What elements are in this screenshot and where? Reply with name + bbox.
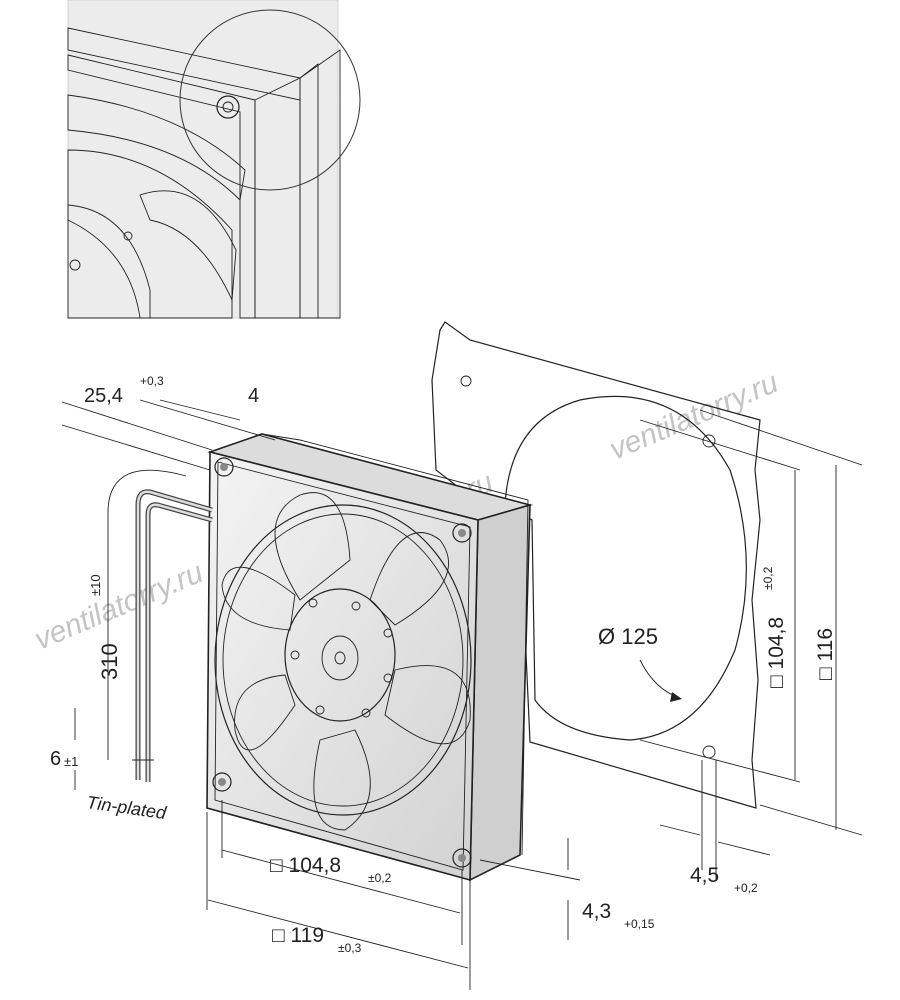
front-hole-spacing-label: □ 104,8 (270, 854, 341, 877)
side-hole-spacing-label: □ 104,8 (765, 617, 788, 688)
front-hole-spacing-tolerance-label: ±0,2 (368, 871, 392, 885)
flange-label: 4 (248, 385, 259, 407)
dimension-lines (61, 399, 863, 990)
depth-label: 25,4 (84, 385, 123, 407)
depth-tolerance-label: +0,3 (140, 374, 164, 388)
side-hole-spacing-tolerance-label: ±0,2 (761, 566, 775, 590)
cutout-diameter-label: Ø 125 (598, 624, 658, 649)
lead-length-label: 310 (97, 643, 122, 680)
lead-finish-label: Tin-plated (85, 792, 168, 823)
strip-length-label: 6 (50, 748, 61, 770)
hole-diameter-tolerance-label: +0,15 (624, 917, 655, 931)
fan-body (206, 433, 534, 882)
frame-size-label: □ 119 (272, 924, 324, 947)
panel-size-label: □ 116 (814, 628, 837, 680)
panel-hole-label: 4,5 (690, 864, 719, 887)
panel-hole-tolerance-label: +0,2 (734, 881, 758, 895)
frame-size-tolerance-label: ±0,3 (338, 941, 362, 955)
fan-blades (221, 492, 471, 831)
watermark-text: ventilatorry.ru (30, 556, 208, 657)
hole-diameter-label: 4,3 (582, 900, 611, 923)
strip-tolerance-label: ±1 (64, 754, 78, 769)
mounting-panel (431, 321, 761, 809)
hub-holes (290, 598, 393, 718)
lead-tolerance-label: ±10 (88, 574, 103, 596)
frame-mounting-holes (212, 457, 472, 868)
lead-wires (132, 489, 213, 782)
detail-inset (67, 0, 361, 319)
